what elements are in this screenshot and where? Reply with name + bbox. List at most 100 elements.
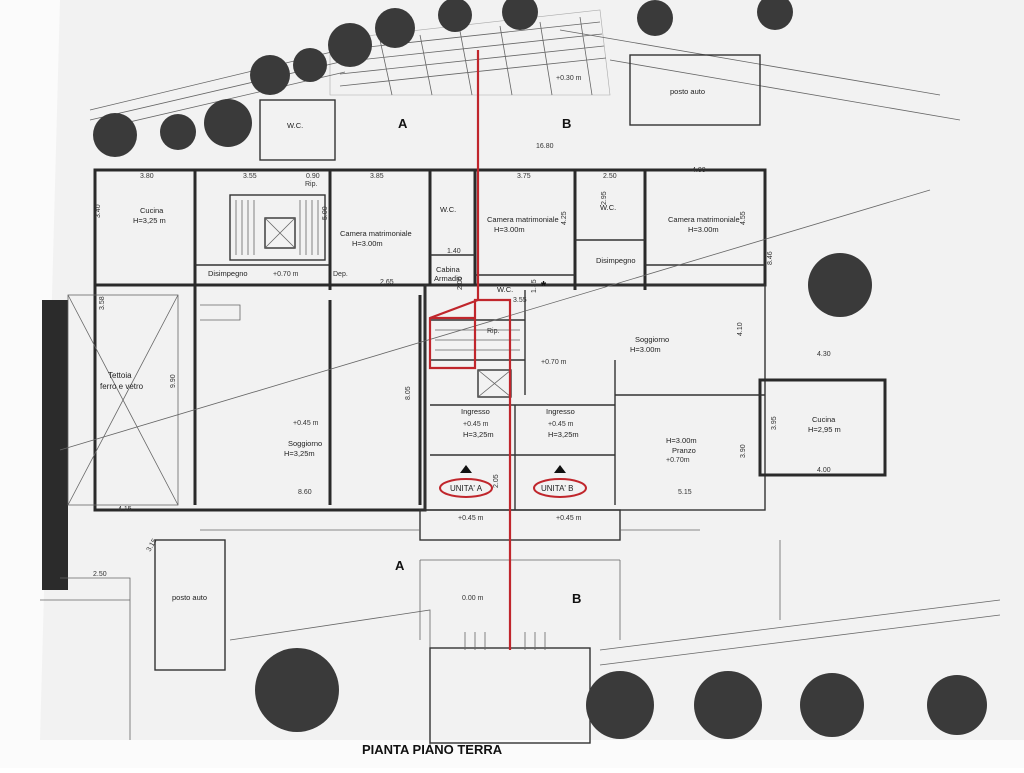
room-wc-2: W.C.: [440, 205, 456, 214]
svg-text:4.10: 4.10: [737, 322, 744, 336]
wc-block-top: [259, 99, 336, 161]
svg-text:2.50: 2.50: [603, 173, 617, 180]
section-b-bottom: B: [572, 591, 581, 606]
room-disimpegno-b: Disimpegno: [596, 256, 636, 265]
unit-a-arrow-icon: [460, 465, 472, 473]
svg-text:8.46: 8.46: [767, 251, 774, 265]
svg-text:1.40: 1.40: [447, 248, 461, 255]
garden-edge-lines-right: [559, 29, 961, 121]
unit-b-marker: [533, 478, 587, 498]
dimension-labels: 3.80 3.55 0.90 3.85 3.75 2.50 4.00 16.80…: [93, 143, 831, 578]
svg-text:3.58: 3.58: [99, 296, 106, 310]
hatched-strip: [42, 300, 68, 590]
room-soggiorno-b-height: H=3.00m: [630, 345, 661, 354]
room-soggiorno-a: Soggiorno: [288, 439, 322, 448]
unit-b-arrow-icon: [554, 465, 566, 473]
svg-text:8.05: 8.05: [405, 386, 412, 400]
svg-text:+0.45 m: +0.45 m: [548, 421, 574, 428]
svg-text:5.00: 5.00: [322, 206, 329, 220]
room-wc-3: W.C.: [600, 203, 616, 212]
drawing-title: PIANTA PIANO TERRA: [362, 742, 503, 757]
svg-text:3.55: 3.55: [513, 297, 527, 304]
svg-text:+0.45 m: +0.45 m: [556, 515, 582, 522]
room-wc-4: W.C.: [497, 285, 513, 294]
room-armadio: Armadio: [434, 274, 462, 283]
section-line-diagonal: [59, 189, 931, 451]
svg-text:2.00: 2.00: [457, 276, 464, 290]
room-rip-2: Rip.: [487, 328, 500, 335]
canopy-cross: [67, 294, 179, 506]
svg-text:4.15: 4.15: [118, 506, 132, 513]
room-soggiorno-a-height: H=3,25m: [284, 449, 315, 458]
room-camera-b: Camera matrimoniale: [487, 215, 559, 224]
svg-text:+0.70m: +0.70m: [666, 457, 690, 464]
parking-label-top: posto auto: [670, 87, 705, 96]
room-pranzo-height: H=3.00m: [666, 436, 697, 445]
gate-pillars: [464, 632, 546, 650]
svg-text:3.55: 3.55: [243, 173, 257, 180]
canopy-outline: [67, 294, 179, 506]
room-ingresso-a: Ingresso: [461, 407, 490, 416]
svg-text:5.15: 5.15: [678, 489, 692, 496]
svg-text:4.30: 4.30: [817, 351, 831, 358]
tree-icons-bottom: [255, 648, 987, 739]
room-cucina-a-height: H=3,25 m: [133, 216, 166, 225]
asterisk-mark: *: [541, 278, 547, 293]
room-dep: Dep.: [333, 271, 348, 278]
svg-text:+0.45 m: +0.45 m: [463, 421, 489, 428]
level-markers: +0.30 m +0.70 m +0.70 m +0.70m +0.45 m +…: [273, 75, 690, 602]
unit-b-label: UNITA' B: [541, 484, 574, 493]
room-camera-a-height: H=3.00m: [352, 239, 383, 248]
room-wc-1: W.C.: [287, 121, 303, 130]
svg-text:3.95: 3.95: [771, 416, 778, 430]
room-pranzo: Pranzo: [672, 446, 696, 455]
parking-space-top: [629, 54, 761, 126]
svg-text:3.75: 3.75: [517, 173, 531, 180]
unit-a-label: UNITA' A: [450, 484, 483, 493]
svg-text:0.90: 0.90: [306, 173, 320, 180]
svg-text:+0.70 m: +0.70 m: [273, 271, 299, 278]
room-camera-b-height: H=3.00m: [494, 225, 525, 234]
garden-lines-bottom: [229, 540, 1001, 745]
svg-text:2.05: 2.05: [493, 474, 500, 488]
svg-text:4.00: 4.00: [692, 167, 706, 174]
paper-sheet: [40, 0, 1024, 740]
svg-text:16.80: 16.80: [536, 143, 554, 150]
room-ingresso-a-height: H=3,25m: [463, 430, 494, 439]
unit-a-marker: [439, 478, 493, 498]
parking-label-left: posto auto: [172, 593, 207, 602]
section-a-bottom: A: [395, 558, 405, 573]
svg-text:4.25: 4.25: [561, 211, 568, 225]
red-utility-line: [428, 50, 512, 650]
svg-text:2.50: 2.50: [93, 571, 107, 578]
svg-text:9.90: 9.90: [170, 374, 177, 388]
front-terraces: [200, 509, 700, 640]
room-disimpegno-a: Disimpegno: [208, 269, 248, 278]
svg-text:+0.45 m: +0.45 m: [458, 515, 484, 522]
room-camera-a: Camera matrimoniale: [340, 229, 412, 238]
room-cabina: Cabina: [436, 265, 461, 274]
left-boundary-lines: [40, 577, 131, 740]
svg-text:2.95: 2.95: [601, 191, 608, 205]
building-walls: [93, 168, 887, 512]
svg-text:2.65: 2.65: [380, 279, 394, 286]
svg-text:3.90: 3.90: [740, 444, 747, 458]
room-rip-1: Rip.: [305, 181, 318, 188]
svg-text:3.80: 3.80: [140, 173, 154, 180]
svg-text:+0.45 m: +0.45 m: [293, 420, 319, 427]
room-camera-c-height: H=3.00m: [688, 225, 719, 234]
svg-text:+0.70 m: +0.70 m: [541, 359, 567, 366]
room-ingresso-b: Ingresso: [546, 407, 575, 416]
tree-icons-top: [93, 0, 872, 317]
svg-text:+0.30 m: +0.30 m: [556, 75, 582, 82]
svg-text:0.00 m: 0.00 m: [462, 595, 484, 602]
svg-text:8.60: 8.60: [298, 489, 312, 496]
svg-text:3.85: 3.85: [370, 173, 384, 180]
canopy-label-2: ferro e vetro: [100, 382, 144, 391]
room-ingresso-b-height: H=3,25m: [548, 430, 579, 439]
room-camera-c: Camera matrimoniale: [668, 215, 740, 224]
section-b-top: B: [562, 116, 571, 131]
svg-text:4.00: 4.00: [817, 467, 831, 474]
room-cucina-b-height: H=2,95 m: [808, 425, 841, 434]
